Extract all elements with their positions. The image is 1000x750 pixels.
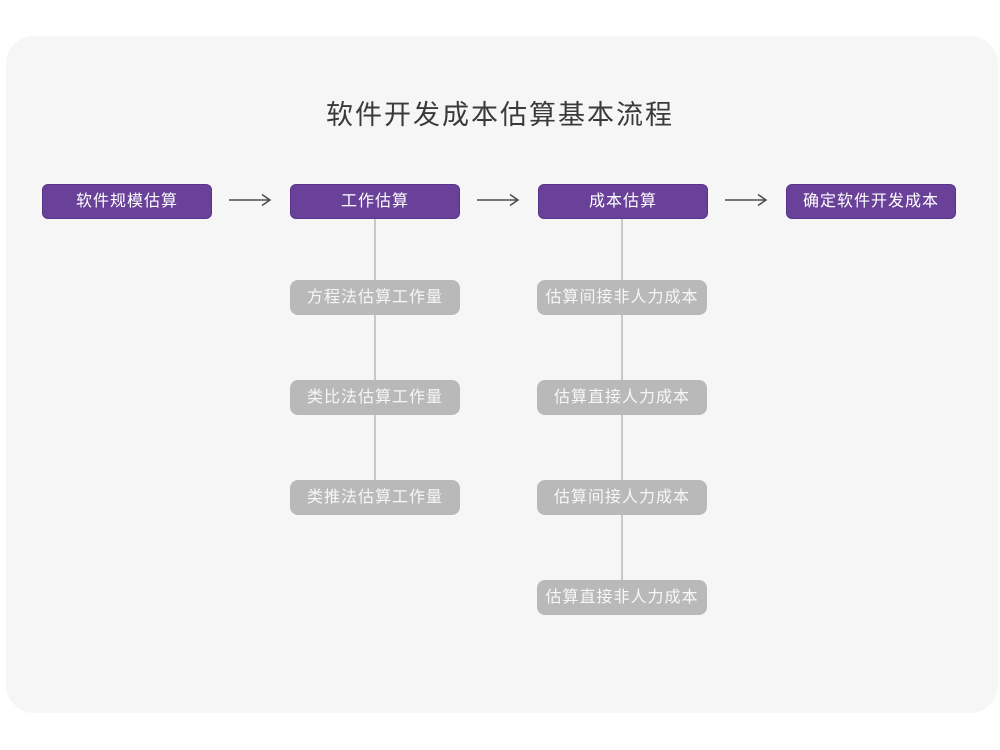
connector-line-work-column [374,219,376,499]
sub-node-indirect-nonlabor-cost: 估算间接非人力成本 [537,280,707,315]
flow-node-cost-estimation: 成本估算 [538,184,708,219]
right-arrow-icon [228,192,274,208]
sub-node-indirect-labor-cost: 估算间接人力成本 [537,480,707,515]
sub-node-direct-nonlabor-cost: 估算直接非人力成本 [537,580,707,615]
sub-node-equation-method: 方程法估算工作量 [290,280,460,315]
diagram-title: 软件开发成本估算基本流程 [326,100,674,130]
right-arrow-icon [476,192,522,208]
sub-node-analogy-method: 类推法估算工作量 [290,480,460,515]
flow-node-software-scale-estimation: 软件规模估算 [42,184,212,219]
sub-node-direct-labor-cost: 估算直接人力成本 [537,380,707,415]
diagram-card [6,36,998,713]
right-arrow-icon [724,192,770,208]
sub-node-comparison-method: 类比法估算工作量 [290,380,460,415]
flow-node-determine-development-cost: 确定软件开发成本 [786,184,956,219]
flow-node-work-estimation: 工作估算 [290,184,460,219]
